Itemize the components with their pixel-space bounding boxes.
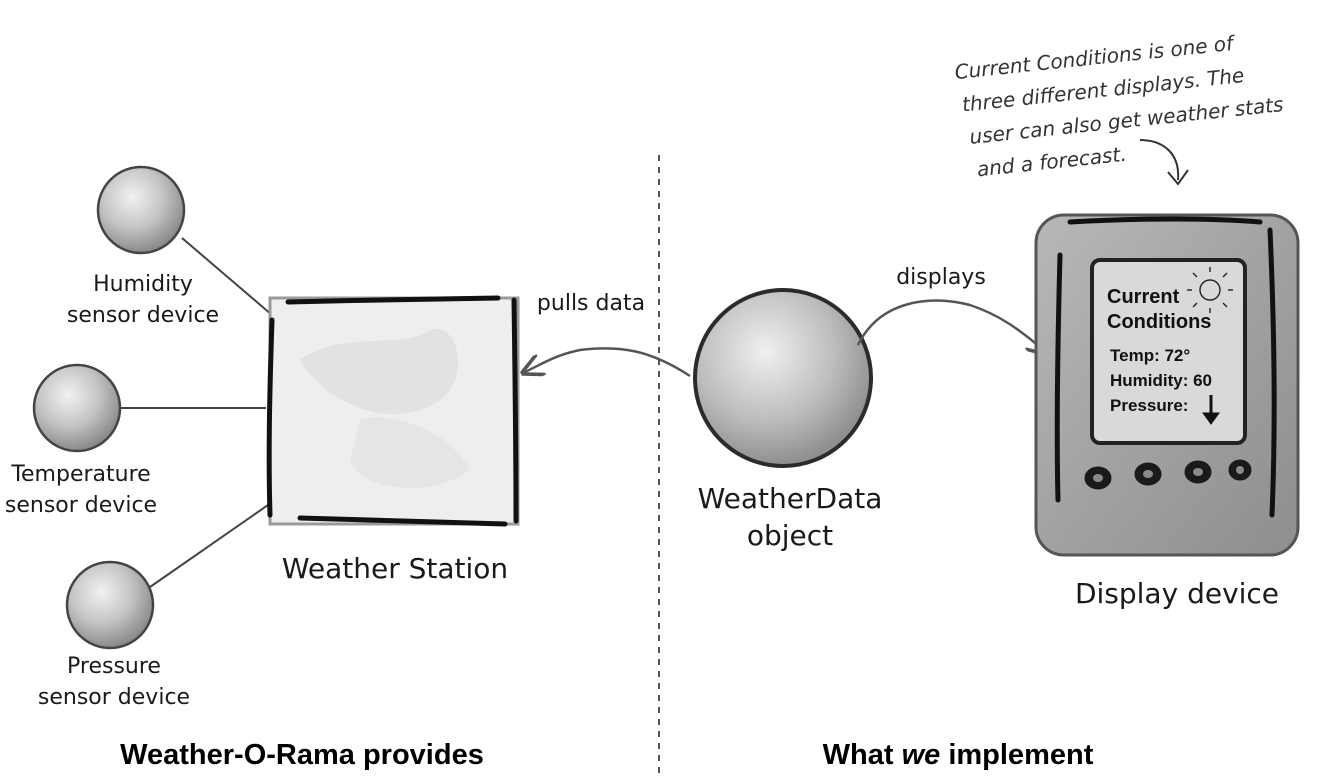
annotation-arrow-head [1167, 169, 1189, 186]
screen-humidity: Humidity: 60 [1110, 371, 1212, 390]
weather-station-label: Weather Station [282, 552, 508, 585]
weather-data-icon [693, 288, 873, 468]
humidity-sensor-icon [96, 165, 186, 255]
displays-label: displays [896, 265, 986, 290]
temperature-sensor-label-2: sensor device [5, 493, 157, 518]
humidity-sensor-label-1: Humidity [93, 272, 193, 297]
temperature-sensor: Temperature sensor device [5, 363, 157, 518]
weather-data-label-1: WeatherData [698, 482, 883, 515]
annotation-line-4: and a forecast. [976, 142, 1128, 182]
annotation-arrow [1139, 139, 1180, 181]
pulls-data-label: pulls data [537, 291, 645, 316]
display-screen [1090, 258, 1247, 445]
screen-temp: Temp: 72° [1110, 346, 1190, 365]
screen-title-1: Current [1107, 286, 1180, 308]
sensor-connectors [120, 237, 273, 588]
temperature-sensor-icon [32, 363, 122, 453]
sun-icon [1187, 267, 1233, 313]
footer-right-suffix: implement [940, 739, 1093, 771]
weather-data-object: WeatherData object [693, 288, 883, 552]
pressure-sensor-label-2: sensor device [38, 685, 190, 710]
weather-station: Weather Station [266, 295, 520, 585]
device-buttons [1084, 459, 1252, 490]
display-device-label: Display device [1075, 577, 1279, 610]
footer-left: Weather-O-Rama provides [120, 739, 484, 771]
screen-pressure: Pressure: [1110, 396, 1188, 415]
annotation-note: Current Conditions is one of three diffe… [953, 31, 1284, 182]
pressure-sensor: Pressure sensor device [38, 560, 190, 710]
screen-title-2: Conditions [1107, 311, 1211, 333]
humidity-sensor-label-2: sensor device [67, 303, 219, 328]
pressure-sensor-label-1: Pressure [67, 654, 161, 679]
pulls-data-arrow [525, 347, 691, 378]
pressure-down-arrow-icon [1202, 395, 1220, 425]
pressure-sensor-icon [65, 560, 155, 650]
display-device: Current Conditions Temp: 72° Humidity: 6… [1034, 213, 1300, 610]
weather-data-label-2: object [747, 519, 833, 552]
footer-right-prefix: What [823, 739, 902, 771]
displays-arrow [856, 299, 1046, 352]
temperature-sensor-label-1: Temperature [10, 462, 150, 487]
footer-right: What we implement [823, 739, 1094, 771]
footer-right-emphasis: we [902, 739, 941, 771]
humidity-sensor: Humidity sensor device [67, 165, 219, 328]
